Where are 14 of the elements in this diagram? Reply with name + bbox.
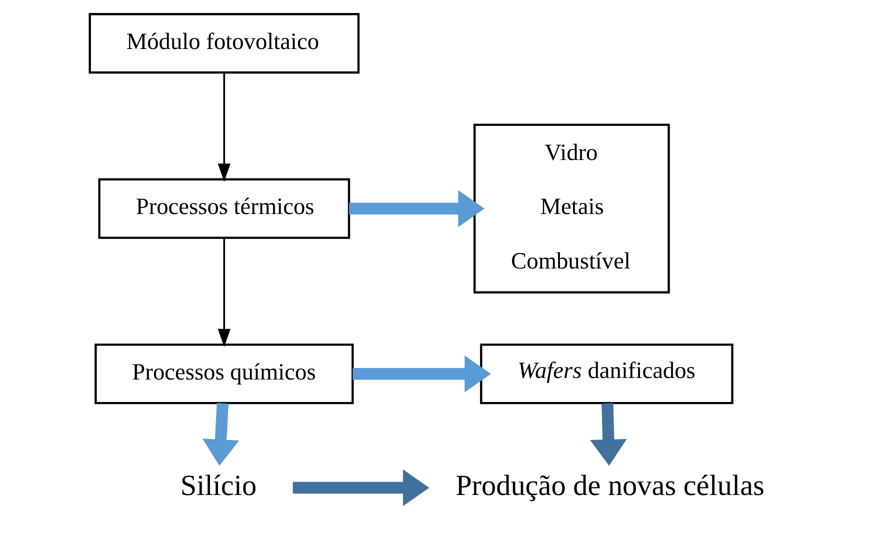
node-text: Silício: [180, 470, 257, 502]
node-box: Vidro Metais Combustível: [473, 124, 670, 294]
node-text: Produção de novas células: [456, 470, 764, 502]
arrow: [292, 469, 430, 506]
node-box: Módulo fotovoltaico: [88, 13, 360, 74]
node-box: Processos químicos: [94, 344, 354, 404]
arrow: [202, 403, 240, 466]
node-box: Processos térmicos: [98, 178, 350, 239]
arrow: [218, 72, 230, 182]
node-box: Wafers danificados: [480, 344, 734, 404]
arrow: [352, 356, 491, 392]
arrow: [218, 238, 230, 347]
arrow: [590, 403, 627, 466]
arrow: [349, 190, 484, 227]
